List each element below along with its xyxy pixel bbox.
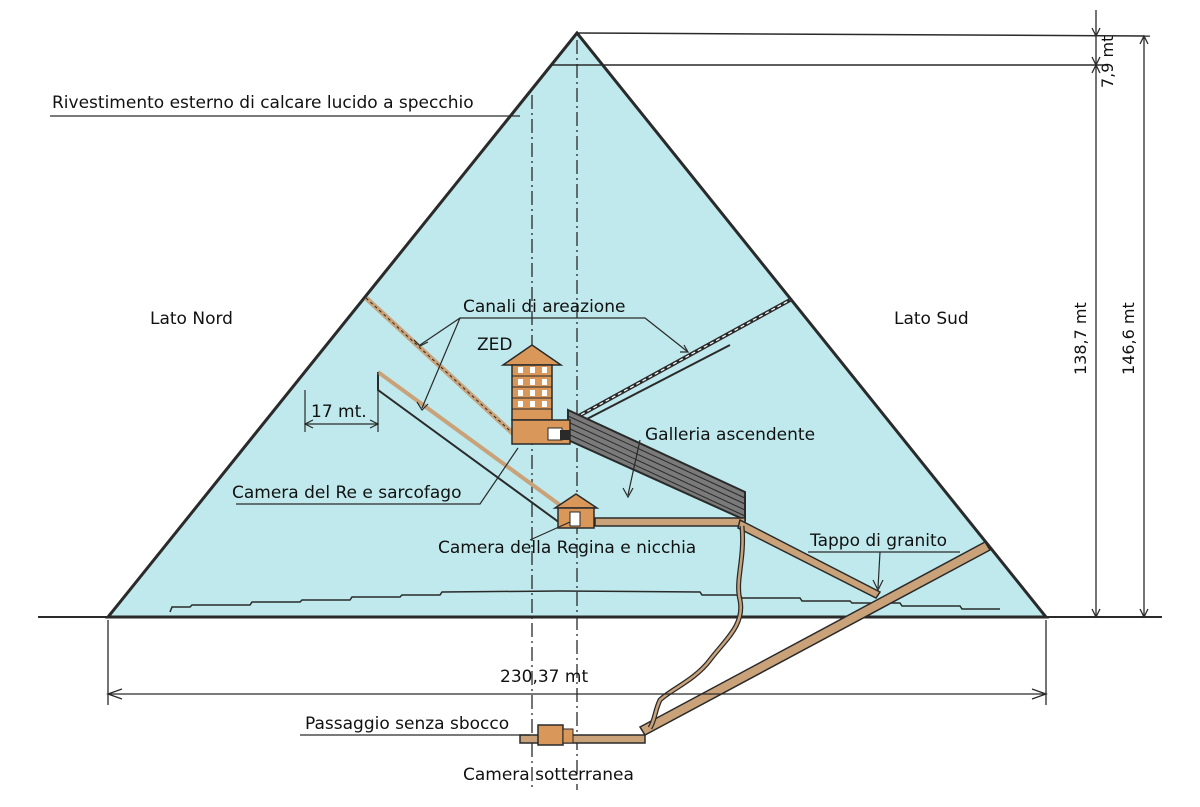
queens-passage — [594, 517, 746, 527]
height-dimensions — [1046, 10, 1160, 619]
south-air-shaft — [574, 298, 791, 420]
height-built-label: 138,7 mt — [1071, 302, 1090, 375]
ascending-passage — [737, 518, 882, 599]
offset-label: 17 mt. — [311, 402, 367, 422]
dead-end-label: Passaggio senza sbocco — [305, 714, 509, 734]
queens-pointer — [529, 521, 571, 541]
height-cap-label: 7,9 mt — [1098, 36, 1117, 88]
subterranean-label: Camera sotterranea — [463, 765, 634, 785]
air-shafts-label: Canali di areazione — [463, 297, 625, 317]
south-air-shaft-lower — [584, 344, 731, 421]
grand-gallery-hatch — [567, 415, 746, 517]
apex-line — [576, 32, 1151, 37]
casing-label: Rivestimento esterno di calcare lucido a… — [52, 93, 474, 113]
kings-chamber — [500, 344, 571, 445]
gallery-pointer — [622, 439, 641, 499]
base-dimension — [106, 620, 1048, 705]
kings-pointer — [236, 447, 519, 505]
north-side-label: Lato Nord — [150, 309, 233, 329]
north-air-shaft — [364, 296, 522, 442]
granite-plug-label: Tappo di granito — [809, 531, 947, 551]
air-shafts-pointers — [413, 317, 690, 411]
kings-chamber-label: Camera del Re e sarcofago — [232, 483, 462, 503]
base-width-label: 230,37 mt — [500, 667, 588, 687]
south-side-label: Lato Sud — [894, 309, 969, 329]
offset-dimension — [303, 372, 380, 432]
subterranean-chamber — [537, 724, 564, 746]
queens-chamber-label: Camera della Regina e nicchia — [438, 538, 696, 558]
height-total-label: 146,6 mt — [1119, 302, 1138, 375]
subterranean-passage — [519, 734, 646, 744]
plug-pointer — [808, 551, 960, 592]
gallery-label: Galleria ascendente — [645, 425, 815, 445]
zed-label: ZED — [477, 335, 512, 355]
